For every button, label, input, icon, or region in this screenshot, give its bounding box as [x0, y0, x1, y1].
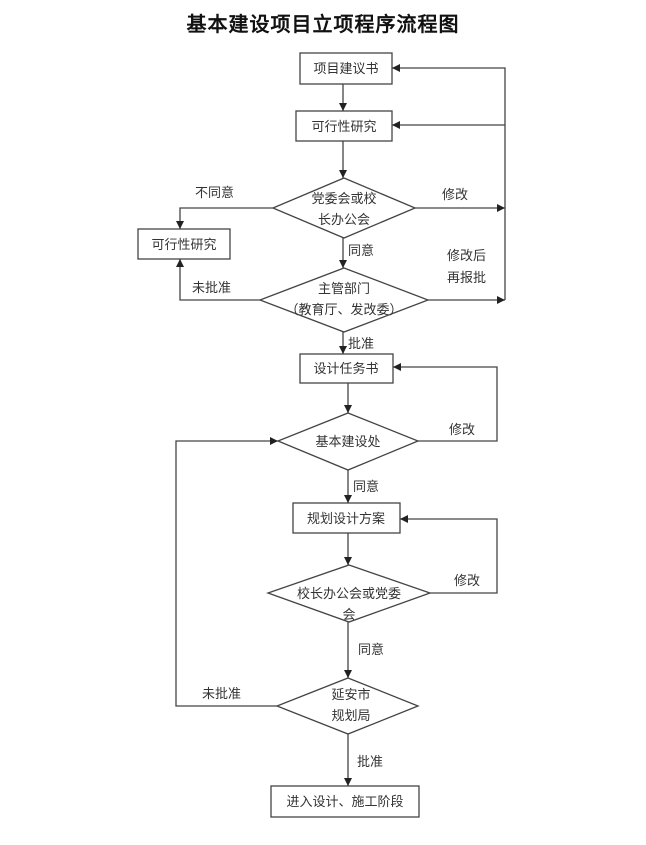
- decision-construction-office: 基本建设处: [276, 412, 420, 471]
- node-feasibility-study-revise: 可行性研究: [137, 228, 231, 260]
- edge-not-approved-1: [176, 259, 260, 301]
- node-label: 规划局: [331, 709, 370, 724]
- decision-president-committee: 校长办公会或党委 会: [266, 564, 432, 623]
- decision-city-planning: 延安市 规划局: [275, 677, 420, 735]
- edge-label-modify-resubmit-1: 修改后: [447, 249, 486, 264]
- node-label: 可行性研究: [151, 238, 216, 253]
- node-feasibility-study: 可行性研究: [295, 110, 393, 142]
- node-project-proposal: 项目建议书: [299, 52, 393, 85]
- edge-return-to-proposal: [392, 64, 506, 300]
- node-label: 党委会或校: [311, 191, 376, 207]
- edge-label-disagree: 不同意: [195, 185, 234, 201]
- decision-committee: 党委会或校 长办公会: [271, 177, 417, 239]
- node-label: 项目建议书: [313, 62, 378, 77]
- edge-label-agree-1: 同意: [348, 243, 374, 259]
- edge-disagree: [176, 207, 273, 229]
- node-label: 可行性研究: [311, 120, 376, 135]
- edge-label-not-approved-2: 未批准: [202, 687, 241, 702]
- node-label: 校长办公会或党委: [297, 586, 401, 602]
- edge-modify-3: [400, 515, 498, 594]
- node-label: （教育厅、发改委）: [285, 302, 402, 318]
- node-label: 长办公会: [318, 213, 370, 228]
- edge-label-agree-2: 同意: [353, 479, 379, 495]
- edge-label-modify-resubmit-2: 再报批: [447, 271, 486, 286]
- node-design-task: 设计任务书: [299, 353, 394, 384]
- edge-label-modify-2: 修改: [449, 423, 475, 438]
- node-label: 规划设计方案: [307, 511, 385, 527]
- node-label: 进入设计、施工阶段: [286, 795, 403, 810]
- edge-label-agree-3: 同意: [358, 642, 384, 658]
- node-label: 会: [342, 608, 355, 623]
- diagram-title: 基本建设项目立项程序流程图: [186, 12, 460, 36]
- edge-modify-2: [393, 363, 498, 442]
- edge-label-not-approved-1: 未批准: [192, 281, 231, 296]
- node-label: 基本建设处: [315, 435, 380, 450]
- node-label: 设计任务书: [313, 361, 378, 377]
- edge-label-approved-2: 批准: [357, 755, 383, 770]
- edge-label-modify-1: 修改: [442, 188, 468, 203]
- node-final-stage: 进入设计、施工阶段: [270, 785, 420, 818]
- node-planning-scheme: 规划设计方案: [292, 502, 401, 534]
- decision-authority: 主管部门 （教育厅、发改委）: [258, 267, 430, 333]
- edge-label-approved-1: 批准: [348, 337, 374, 352]
- node-label: 延安市: [331, 687, 370, 703]
- node-label: 主管部门: [318, 282, 370, 297]
- edge-not-approved-2: [175, 437, 278, 707]
- edge-label-modify-3: 修改: [454, 574, 480, 589]
